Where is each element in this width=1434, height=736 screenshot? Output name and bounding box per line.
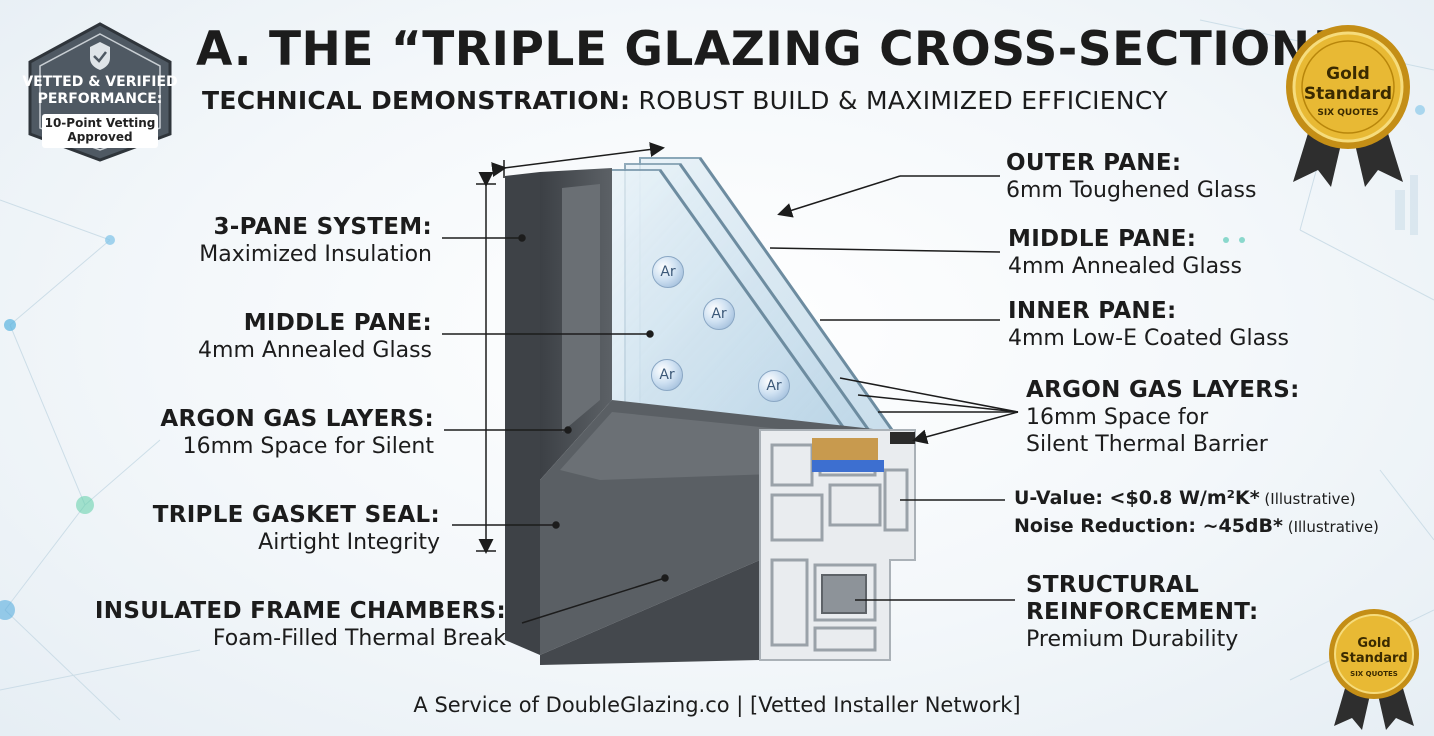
seal-top-line3: SIX QUOTES [1317, 108, 1379, 118]
spec-u-value: U-Value: <$0.8 W/m²K* (Illustrative) [1014, 484, 1356, 513]
label-heading: ARGON GAS LAYERS: [160, 406, 434, 432]
label-text: Premium Durability [1026, 627, 1239, 652]
spec-noise-reduction: Noise Reduction: ~45dB* (Illustrative) [1014, 512, 1379, 541]
footer-credit: A Service of DoubleGlazing.co | [Vetted … [413, 693, 1021, 717]
label-heading: TRIPLE GASKET SEAL: [152, 502, 440, 528]
seal-bottom-line3: SIX QUOTES [1350, 670, 1398, 678]
label-text: 16mm Space for Silent [182, 434, 434, 459]
label-text: 4mm Annealed Glass [1008, 254, 1242, 279]
page-subtitle: TECHNICAL DEMONSTRATION: ROBUST BUILD & … [202, 86, 1168, 115]
gold-seal-icon [1329, 609, 1419, 730]
label-structural-reinforcement: STRUCTURAL REINFORCEMENT: Premium Durabi… [1026, 572, 1258, 653]
subtitle-bold: TECHNICAL DEMONSTRATION: [202, 86, 631, 115]
badge-line1: VETTED & VERIFIED [22, 74, 178, 90]
argon-bubble: Ar [758, 370, 790, 402]
subtitle-rest: ROBUST BUILD & MAXIMIZED EFFICIENCY [630, 86, 1168, 115]
badge-line3: 10-Point Vetting [44, 116, 156, 130]
argon-bubble: Ar [703, 298, 735, 330]
badge-line2: PERFORMANCE: [37, 91, 163, 107]
right-leader-lines [769, 175, 1019, 601]
spec-label: U-Value: <$0.8 W/m²K* [1014, 487, 1260, 509]
spec-label: Noise Reduction: ~45dB* [1014, 515, 1283, 537]
label-argon-gas-left: ARGON GAS LAYERS: 16mm Space for Silent [160, 406, 434, 460]
label-text: Foam-Filled Thermal Break [212, 626, 506, 651]
spec-note: (Illustrative) [1282, 518, 1379, 536]
label-text: 6mm Toughened Glass [1006, 178, 1257, 203]
label-text: Maximized Insulation [199, 242, 432, 267]
badge-line4: Approved [67, 130, 133, 144]
spec-note: (Illustrative) [1259, 490, 1356, 508]
label-text: Airtight Integrity [258, 530, 440, 555]
label-heading: 3-PANE SYSTEM: [213, 214, 432, 240]
label-text: Silent Thermal Barrier [1026, 432, 1268, 457]
gold-seal-icon [1286, 25, 1410, 187]
label-heading: MIDDLE PANE: [1008, 226, 1197, 252]
label-heading: MIDDLE PANE: [243, 310, 432, 336]
label-triple-gasket-seal: TRIPLE GASKET SEAL: Airtight Integrity [153, 502, 440, 556]
label-text: 4mm Annealed Glass [198, 338, 432, 363]
label-heading: REINFORCEMENT: [1026, 599, 1259, 625]
label-heading: ARGON GAS LAYERS: [1026, 377, 1300, 403]
label-3-pane-system: 3-PANE SYSTEM: Maximized Insulation [199, 214, 432, 268]
seal-bottom-line1: Gold [1357, 636, 1391, 651]
seal-top-line2: Standard [1303, 84, 1393, 104]
seal-bottom-line2: Standard [1340, 651, 1408, 666]
label-text: 4mm Low-E Coated Glass [1008, 326, 1289, 351]
label-middle-pane-left: MIDDLE PANE: 4mm Annealed Glass [198, 310, 432, 364]
label-inner-pane: INNER PANE: 4mm Low-E Coated Glass [1008, 298, 1289, 352]
glass-panes [609, 157, 894, 435]
left-leader-lines [442, 234, 669, 624]
seal-top-line1: Gold [1326, 64, 1370, 84]
label-heading: STRUCTURAL [1026, 572, 1200, 598]
label-insulated-frame-chambers: INSULATED FRAME CHAMBERS: Foam-Filled Th… [95, 598, 506, 652]
label-heading: OUTER PANE: [1006, 150, 1182, 176]
window-frame [505, 168, 916, 665]
label-text: 16mm Space for [1026, 405, 1209, 430]
argon-bubble: Ar [651, 359, 683, 391]
label-argon-gas-right: ARGON GAS LAYERS: 16mm Space for Silent … [1026, 377, 1300, 458]
label-heading: INSULATED FRAME CHAMBERS: [94, 598, 506, 624]
label-middle-pane-right: MIDDLE PANE: 4mm Annealed Glass [1008, 226, 1242, 280]
dimension-lines [476, 142, 665, 554]
argon-bubble: Ar [652, 256, 684, 288]
page-title: A. THE “TRIPLE GLAZING CROSS-SECTION” [196, 22, 1342, 77]
label-outer-pane: OUTER PANE: 6mm Toughened Glass [1006, 150, 1256, 204]
shield-check-icon [28, 22, 172, 162]
label-heading: INNER PANE: [1008, 298, 1177, 324]
